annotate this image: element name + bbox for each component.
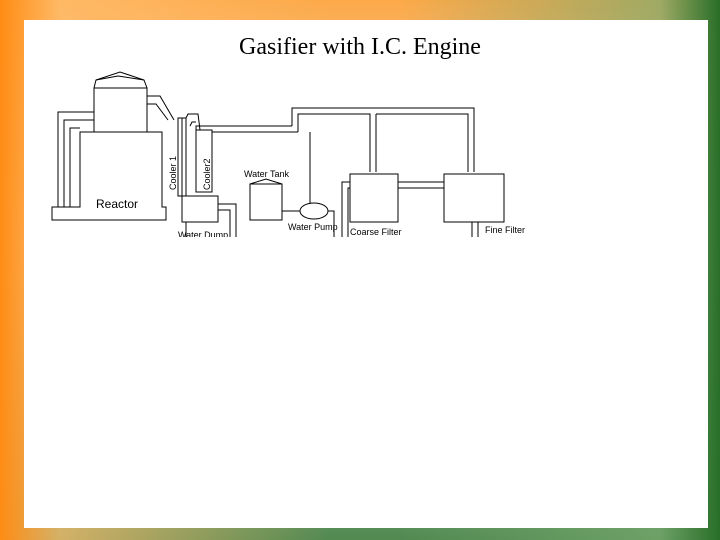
top-manifold-pipes [195,107,475,204]
cooler1-label: Cooler 1 [168,156,178,190]
fine-filter-label: Fine Filter [485,225,525,235]
coarse-filter-label: Coarse Filter [350,227,402,237]
cooler-2 [185,113,213,193]
water-pump-label: Water Pump [288,222,338,232]
water-pump [282,202,335,237]
water-tank [249,178,283,221]
coarse-filter [341,173,444,237]
reactor-label: Reactor [96,197,138,211]
cooler-1 [177,117,187,197]
water-dump [181,195,237,237]
fine-filter [443,173,505,237]
gas-pipe-reactor-cooler [147,95,175,121]
cooler2-label: Cooler2 [202,158,212,190]
reactor [51,71,167,221]
slide-title: Gasifier with I.C. Engine [239,34,481,60]
water-dump-label: Water Dump [178,230,228,240]
water-tank-label: Water Tank [244,169,290,179]
